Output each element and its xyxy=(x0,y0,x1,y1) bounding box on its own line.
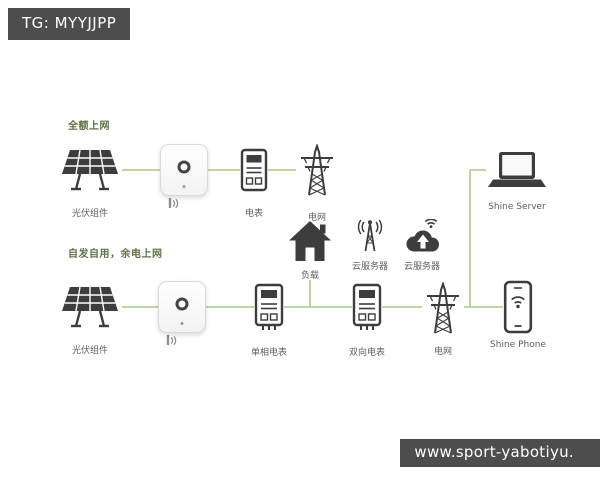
smartphone-icon xyxy=(503,280,533,334)
single-phase-meter-label: 单相电表 xyxy=(251,348,288,358)
solar-panel-label-1: 光伏组件 xyxy=(71,209,108,219)
inverter-display xyxy=(177,160,191,174)
cloud-server-label-2: 云服务器 xyxy=(403,262,440,272)
single-phase-meter-node: 单相电表 xyxy=(251,283,288,358)
solar-panel-icon xyxy=(62,286,118,328)
meter-label-1: 电表 xyxy=(244,209,263,219)
scenario2-heading: 自发自用，余电上网 xyxy=(68,249,163,260)
inverter-display xyxy=(175,297,189,311)
grid-label-2: 电网 xyxy=(433,347,452,357)
inverter-icon xyxy=(158,281,206,333)
cloud-server-node-2: 云服务器 xyxy=(400,219,444,272)
laptop-icon xyxy=(488,152,546,187)
shine-server-node: Shine Server xyxy=(486,150,548,212)
wifi-dongle-icon xyxy=(166,335,177,346)
bidirectional-meter-node: 双向电表 xyxy=(349,283,386,358)
load-label: 负载 xyxy=(300,271,319,281)
cloud-server-label-1: 云服务器 xyxy=(352,262,389,272)
watermark-bottom-right: www.sport-yabotiyu. xyxy=(400,439,600,467)
grid-label-1: 电网 xyxy=(307,213,326,223)
solar-panel-node-1: 光伏组件 xyxy=(58,148,122,219)
grid-node-1: 电网 xyxy=(296,144,338,223)
cloud-upload-icon xyxy=(406,219,439,252)
power-grid-tower-icon xyxy=(301,144,333,196)
inverter-icon xyxy=(160,144,208,196)
inverter-led xyxy=(182,185,186,188)
solar-panel-label-2: 光伏组件 xyxy=(71,346,108,356)
bidirectional-meter-label: 双向电表 xyxy=(349,348,386,358)
inverter-led xyxy=(180,322,184,325)
inverter-node-1 xyxy=(160,144,208,209)
signal-tower-icon xyxy=(357,219,383,252)
power-grid-tower-icon xyxy=(427,282,459,334)
cloud-server-node-1: 云服务器 xyxy=(352,219,388,272)
grid-node-2: 电网 xyxy=(422,282,464,357)
shine-server-label: Shine Server xyxy=(488,202,546,212)
shine-phone-node: Shine Phone xyxy=(490,280,546,350)
meter-node-1: 电表 xyxy=(240,148,268,219)
watermark-top-left: TG: MYYJJPP xyxy=(8,8,131,40)
wifi-dongle-icon xyxy=(168,198,179,209)
load-node: 负载 xyxy=(288,220,332,281)
inverter-node-2 xyxy=(158,281,206,346)
scenario1-heading: 全额上网 xyxy=(68,121,110,132)
shine-phone-label: Shine Phone xyxy=(490,340,546,350)
solar-panel-icon xyxy=(62,149,118,191)
energy-meter-icon xyxy=(240,148,268,192)
house-load-icon xyxy=(289,221,331,261)
bidirectional-meter-icon xyxy=(352,283,382,330)
solar-panel-node-2: 光伏组件 xyxy=(58,285,122,356)
connector-wire-group xyxy=(122,169,503,308)
single-phase-meter-icon xyxy=(254,283,284,330)
